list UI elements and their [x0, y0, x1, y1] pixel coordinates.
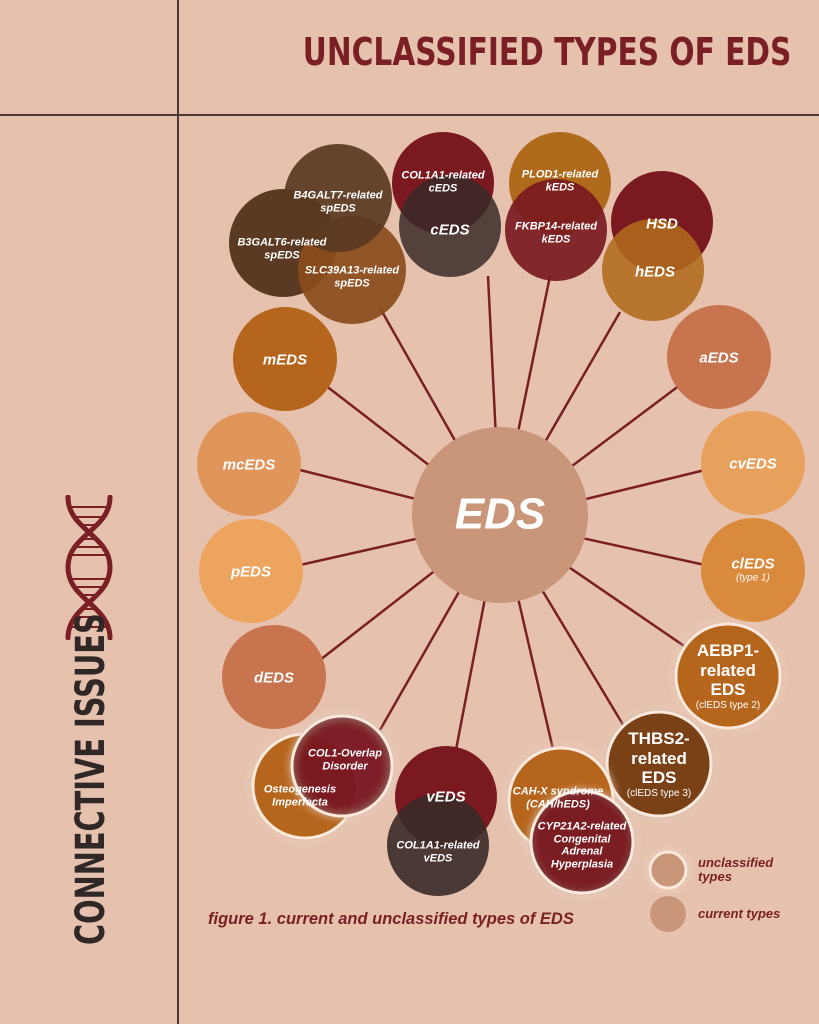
node-cleds [701, 518, 805, 622]
dna-icon [65, 495, 113, 640]
label-fkbp14-keds: FKBP14-related kEDS [515, 220, 597, 245]
label-cahx: CAH-X syndrome (CAH/hEDS) [512, 785, 604, 810]
node-aebp1 [674, 622, 782, 730]
node-thbs2 [605, 710, 713, 818]
node-col1a1-veds [387, 794, 489, 896]
label-aeds: aEDS [699, 349, 739, 367]
node-mceds [197, 412, 301, 516]
page-title: UNCLASSIFIED TYPES OF EDS [302, 30, 791, 74]
node-deds [222, 625, 326, 729]
label-b3galt6-speds: B3GALT6-related spEDS [237, 236, 327, 261]
node-col1-overlap [290, 714, 394, 818]
vertical-divider [177, 0, 179, 1024]
label-thbs2-main: THBS2-related EDS [628, 728, 690, 788]
label-b4galt7-speds: B4GALT7-related spEDS [293, 189, 383, 214]
node-b4galt7-speds [284, 144, 392, 252]
node-peds [199, 519, 303, 623]
label-deds: dEDS [253, 669, 295, 687]
label-slc39a13-speds: SLC39A13-related spEDS [304, 264, 400, 289]
center-label: EDS [454, 489, 546, 539]
legend-current-label: current types [698, 906, 781, 921]
label-aebp1: AEBP1-related EDS (clEDS type 2) [683, 641, 773, 711]
label-col1-overlap: COL1-Overlap Disorder [308, 747, 382, 772]
label-thbs2: THBS2-related EDS (clEDS type 3) [613, 729, 705, 799]
label-meds: mEDS [262, 351, 308, 369]
label-heds: hEDS [634, 263, 676, 281]
node-ceds [399, 175, 501, 277]
figure-caption: figure 1. current and unclassified types… [208, 910, 574, 928]
node-fkbp14-keds [505, 179, 607, 281]
label-col1a1-ceds: COL1A1-related cEDS [401, 169, 485, 194]
legend-current-swatch [650, 896, 686, 932]
label-mceds: mcEDS [222, 456, 276, 474]
label-cveds: cvEDS [729, 455, 777, 473]
node-center-eds [412, 427, 588, 603]
node-heds [602, 219, 704, 321]
label-oi: Osteogenesis Imperfecta [263, 783, 337, 808]
label-ceds: cEDS [430, 221, 470, 239]
label-hsd: HSD [646, 215, 678, 233]
node-aeds [667, 305, 771, 409]
label-cleds: clEDS (type 1) [731, 556, 774, 585]
horizontal-divider [0, 114, 819, 116]
label-col1a1-veds: COL1A1-related vEDS [396, 839, 480, 864]
label-thbs2-sub: (clEDS type 3) [626, 787, 692, 799]
label-peds: pEDS [230, 563, 272, 581]
label-cleds-sub: (type 1) [736, 572, 770, 584]
label-aebp1-sub: (clEDS type 2) [695, 699, 761, 711]
legend-unclassified-swatch [648, 850, 688, 890]
node-cyp21a2 [529, 789, 635, 895]
label-cyp21a2: CYP21A2-related Congenital Adrenal Hyper… [537, 820, 627, 871]
node-meds [233, 307, 337, 411]
label-aebp1-main: AEBP1-related EDS [696, 640, 760, 700]
legend-unclassified-label: unclassified types [698, 855, 774, 885]
label-cleds-main: clEDS [731, 555, 775, 573]
node-cveds [701, 411, 805, 515]
label-plod1-keds: PLOD1-related kEDS [521, 168, 599, 193]
label-veds: vEDS [426, 788, 466, 806]
